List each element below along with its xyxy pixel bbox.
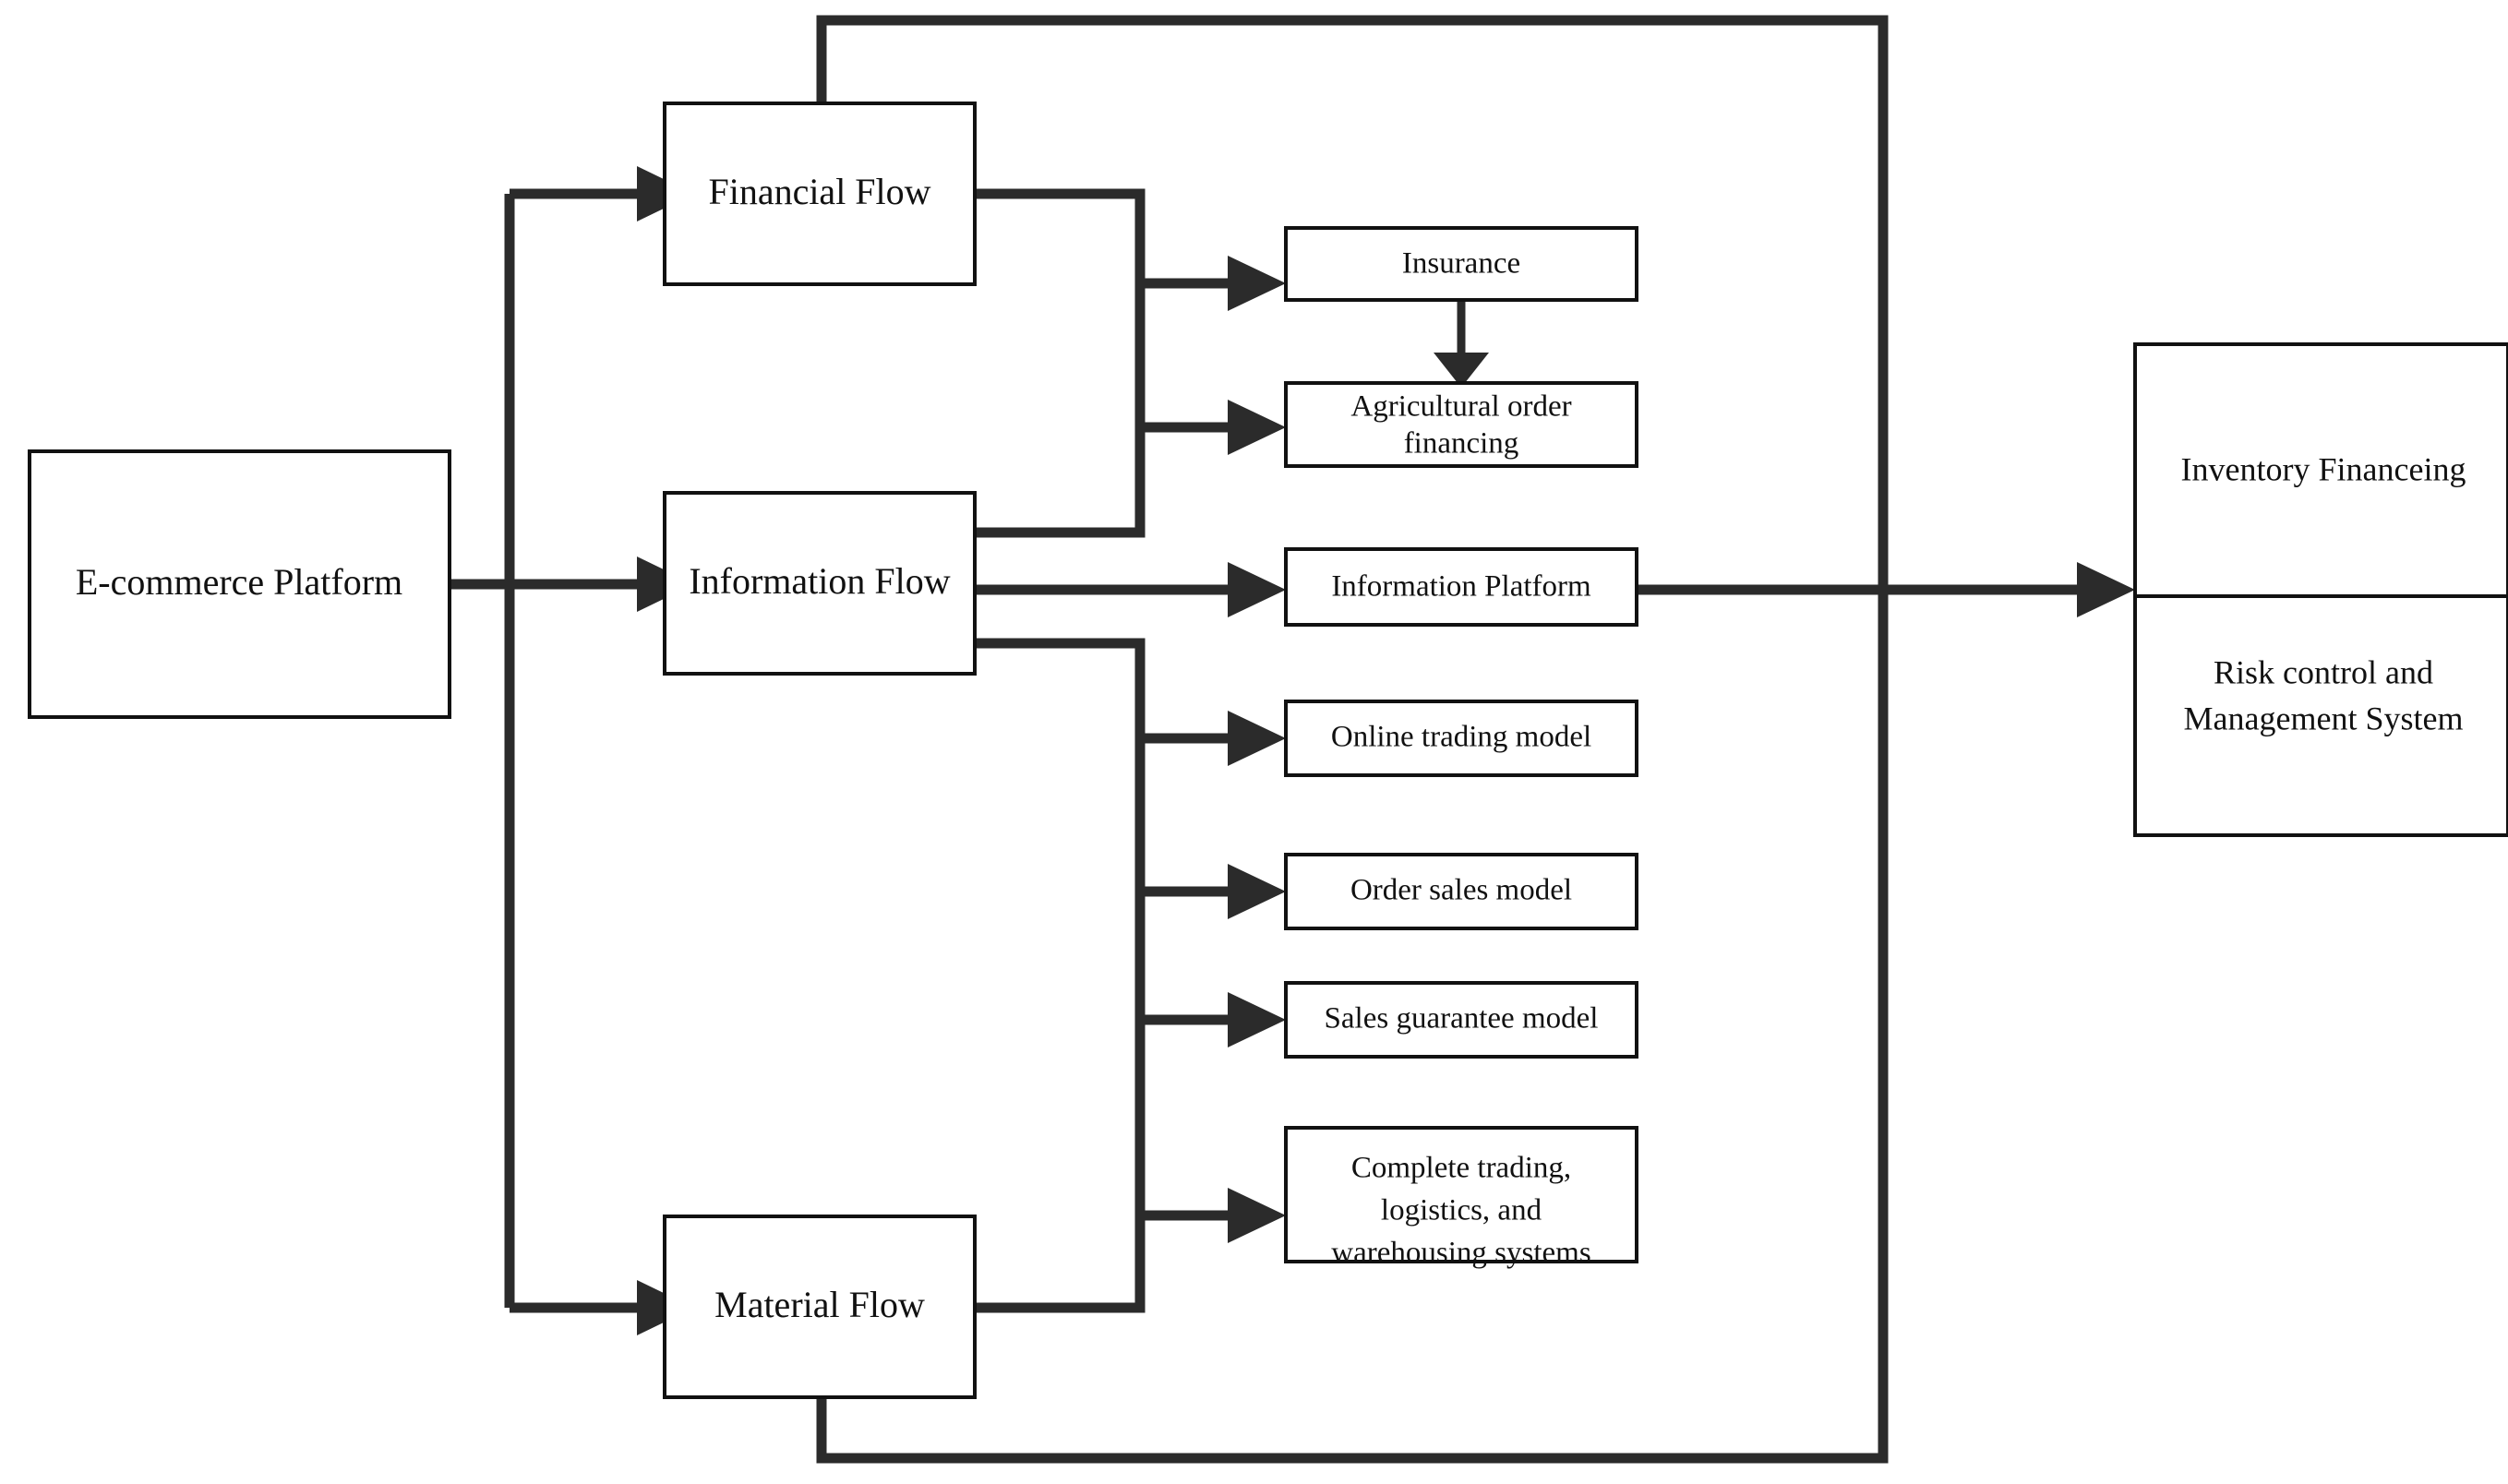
node-financial-flow[interactable]: Financial Flow (663, 102, 977, 286)
node-information-flow[interactable]: Information Flow (663, 491, 977, 676)
arrow-head-insurance-down (1434, 353, 1489, 388)
node-online-trading-model[interactable]: Online trading model (1284, 700, 1638, 777)
insurance-box (1284, 226, 1638, 302)
material-flow-box (663, 1215, 977, 1399)
node-complete-systems[interactable]: Complete trading, logistics, and warehou… (1284, 1126, 1638, 1270)
ecommerce-platform-box (28, 449, 451, 719)
complete-systems-label-line3: warehousing systems (1331, 1237, 1590, 1270)
information-platform-label: Information Platform (1331, 570, 1591, 604)
complete-systems-label-line2: logistics, and (1381, 1194, 1542, 1227)
information-flow-box (663, 491, 977, 676)
inventory-financing-panel-box (2133, 342, 2508, 837)
edge-material-flow-to-return-bus-bottom (816, 590, 1889, 1464)
node-order-sales-model[interactable]: Order sales model (1284, 853, 1638, 930)
information-platform-box (1284, 547, 1638, 627)
sales-guarantee-model-label: Sales guarantee model (1325, 1002, 1599, 1035)
order-sales-model-label: Order sales model (1350, 874, 1572, 907)
risk-control-label-line1: Risk control and (2214, 653, 2433, 690)
ecommerce-platform-label: E-commerce Platform (76, 561, 402, 603)
node-material-flow[interactable]: Material Flow (663, 1215, 977, 1399)
arrow-head-online-trading-model (1228, 711, 1286, 766)
node-agricultural-order-financing[interactable]: Agricultural order financing (1284, 381, 1638, 468)
arrow-head-inventory-financing-panel (2077, 562, 2135, 617)
node-ecommerce-platform[interactable]: E-commerce Platform (28, 449, 451, 719)
arrow-head-complete-systems (1228, 1188, 1286, 1243)
arrow-head-information-platform (1228, 562, 1286, 617)
material-flow-label: Material Flow (714, 1284, 925, 1325)
inventory-financeing-label: Inventory Financeing (2181, 450, 2466, 487)
node-sales-guarantee-model[interactable]: Sales guarantee model (1284, 981, 1638, 1059)
arrow-head-agricultural-order-financing (1228, 400, 1286, 455)
financial-flow-label: Financial Flow (708, 171, 930, 212)
risk-control-label-line2: Management System (2184, 700, 2464, 736)
node-inventory-financing-panel[interactable]: Inventory Financeing Risk control and Ma… (2133, 342, 2508, 837)
complete-systems-label-line1: Complete trading, (1351, 1152, 1571, 1185)
arrow-head-sales-guarantee-model (1228, 992, 1286, 1047)
arrow-head-order-sales-model (1228, 864, 1286, 919)
online-trading-model-label: Online trading model (1331, 721, 1591, 754)
node-insurance[interactable]: Insurance (1284, 226, 1638, 302)
node-information-platform[interactable]: Information Platform (1284, 547, 1638, 627)
agricultural-order-financing-label-line2: financing (1404, 427, 1519, 461)
agricultural-order-financing-label-line1: Agricultural order (1350, 390, 1571, 424)
information-flow-label: Information Flow (689, 560, 950, 602)
edge-financial-flow-to-return-bus-top (816, 15, 1889, 590)
online-trading-model-box (1284, 700, 1638, 777)
financial-flow-box (663, 102, 977, 286)
upper-branch-bus (975, 188, 1146, 538)
agricultural-order-financing-box (1284, 381, 1638, 468)
lower-branch-bus (975, 638, 1146, 1313)
order-sales-model-box (1284, 853, 1638, 930)
insurance-label: Insurance (1402, 247, 1520, 281)
sales-guarantee-model-box (1284, 981, 1638, 1059)
complete-systems-box (1284, 1126, 1638, 1263)
arrow-head-insurance (1228, 256, 1286, 311)
